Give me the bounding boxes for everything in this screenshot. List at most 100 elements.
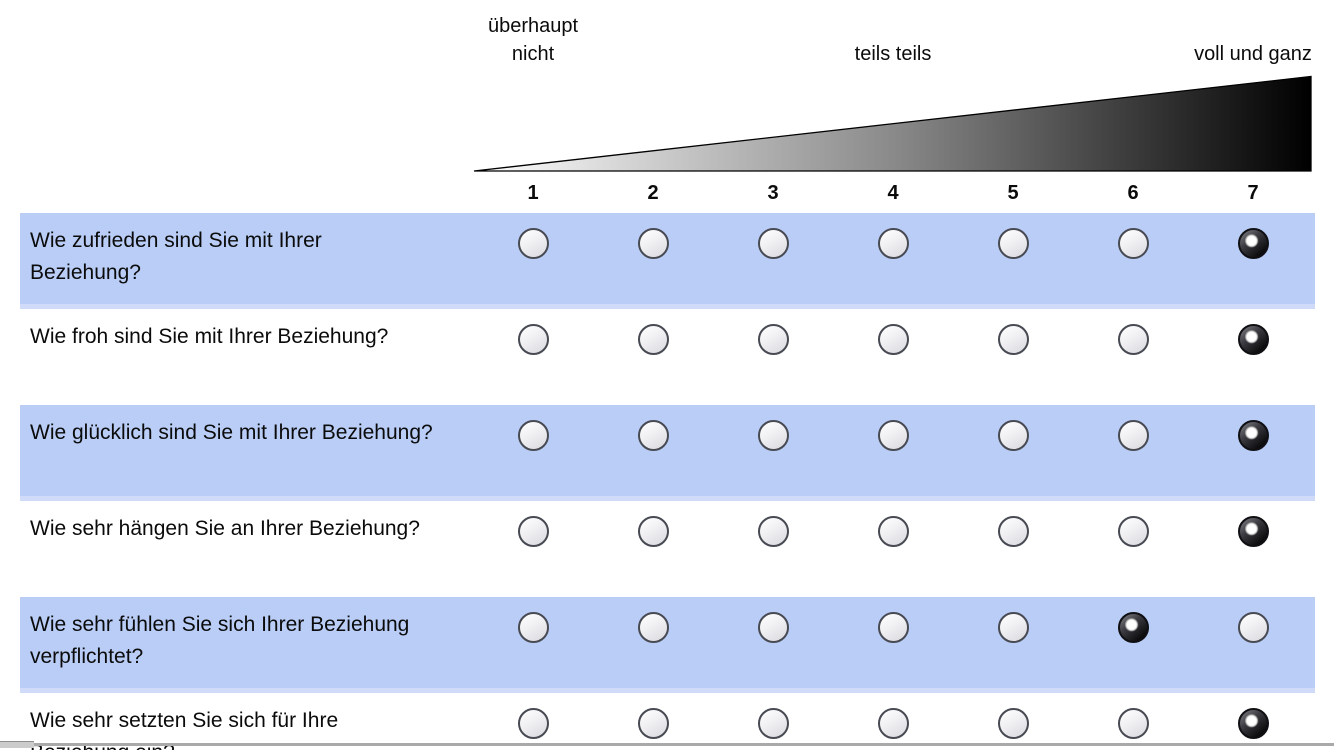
radio-q1-v4[interactable] [877,228,909,259]
radio-q6-v3[interactable] [757,708,789,739]
radio-q3-v4[interactable] [877,420,909,451]
radio-q6-v1[interactable] [517,708,549,739]
option-cell [713,693,833,750]
scale-number-6: 6 [1127,182,1139,204]
radio-q2-v1[interactable] [517,324,549,355]
option-cell [1073,597,1193,693]
option-cell [473,309,593,405]
radio-q1-v2[interactable] [637,228,669,259]
radio-q6-v4[interactable] [877,708,909,739]
option-cell [1073,309,1193,405]
scale-anchor-labels: überhaupt nicht teils teils voll und gan… [473,12,1313,68]
option-cell [593,213,713,309]
radio-q2-v6[interactable] [1117,324,1149,355]
radio-q4-v3[interactable] [757,516,789,547]
option-cell [713,597,833,693]
radio-q1-v5[interactable] [997,228,1029,259]
option-cell [473,693,593,750]
option-cell [1073,213,1193,309]
radio-q1-v1[interactable] [517,228,549,259]
question-row: Wie froh sind Sie mit Ihrer Beziehung? [20,309,1315,405]
radio-q4-v2[interactable] [637,516,669,547]
scale-number-5: 5 [1007,182,1019,204]
question-row: Wie sehr setzten Sie sich für Ihre Bezie… [20,693,1315,750]
question-text: Wie sehr fühlen Sie sich Ihrer Beziehung… [30,613,410,668]
radio-q3-v5[interactable] [997,420,1029,451]
radio-q5-v3[interactable] [757,612,789,643]
radio-q2-v4[interactable] [877,324,909,355]
scale-number-1: 1 [527,182,539,204]
radio-q5-v7[interactable] [1237,612,1269,643]
scrollbar-corner [0,741,34,748]
question-row: Wie sehr hängen Sie an Ihrer Beziehung? [20,501,1315,597]
option-cell [1193,597,1313,693]
radio-q4-v7[interactable] [1237,516,1269,547]
option-cell [713,213,833,309]
scale-number-4: 4 [887,182,899,204]
scale-gradient-triangle [473,75,1313,173]
radio-q3-v6[interactable] [1117,420,1149,451]
radio-q2-v7[interactable] [1237,324,1269,355]
options [473,213,1313,309]
radio-q5-v2[interactable] [637,612,669,643]
option-cell [953,309,1073,405]
option-cell [473,405,593,501]
radio-q1-v3[interactable] [757,228,789,259]
radio-q4-v1[interactable] [517,516,549,547]
option-cell [833,405,953,501]
radio-q6-v6[interactable] [1117,708,1149,739]
option-cell [473,501,593,597]
radio-q3-v2[interactable] [637,420,669,451]
option-cell [1193,213,1313,309]
radio-q2-v3[interactable] [757,324,789,355]
option-cell [833,309,953,405]
radio-q3-v1[interactable] [517,420,549,451]
option-cell [713,309,833,405]
question-row: Wie sehr fühlen Sie sich Ihrer Beziehung… [20,597,1315,693]
radio-q4-v5[interactable] [997,516,1029,547]
radio-q3-v3[interactable] [757,420,789,451]
question-text: Wie sehr setzten Sie sich für Ihre Bezie… [30,709,339,750]
option-cell [953,693,1073,750]
question-text: Wie froh sind Sie mit Ihrer Beziehung? [30,325,389,348]
option-cell [1073,693,1193,750]
options [473,405,1313,501]
question-text: Wie glücklich sind Sie mit Ihrer Beziehu… [30,421,433,444]
radio-q3-v7[interactable] [1237,420,1269,451]
radio-q1-v6[interactable] [1117,228,1149,259]
option-cell [1193,405,1313,501]
radio-q2-v2[interactable] [637,324,669,355]
scale-label-mid: teils teils [854,43,932,65]
option-cell [1073,405,1193,501]
radio-q6-v5[interactable] [997,708,1029,739]
options [473,309,1313,405]
radio-q5-v6[interactable] [1117,612,1149,643]
radio-q2-v5[interactable] [997,324,1029,355]
option-cell [953,213,1073,309]
option-cell [1193,693,1313,750]
radio-q1-v7[interactable] [1237,228,1269,259]
option-cell [713,405,833,501]
radio-q5-v1[interactable] [517,612,549,643]
scale-number-2: 2 [647,182,659,204]
scale-number-7: 7 [1247,182,1259,204]
options [473,597,1313,693]
question-row: Wie zufrieden sind Sie mit Ihrer Beziehu… [20,213,1315,309]
option-cell [833,213,953,309]
option-cell [1073,501,1193,597]
radio-q6-v7[interactable] [1237,708,1269,739]
radio-q4-v4[interactable] [877,516,909,547]
radio-q4-v6[interactable] [1117,516,1149,547]
radio-q5-v5[interactable] [997,612,1029,643]
question-row: Wie glücklich sind Sie mit Ihrer Beziehu… [20,405,1315,501]
option-cell [593,597,713,693]
options [473,693,1313,750]
option-cell [593,501,713,597]
question-text: Wie sehr hängen Sie an Ihrer Beziehung? [30,517,420,540]
radio-q5-v4[interactable] [877,612,909,643]
horizontal-scrollbar-edge [0,743,1334,746]
radio-q6-v2[interactable] [637,708,669,739]
option-cell [953,405,1073,501]
option-cell [593,693,713,750]
